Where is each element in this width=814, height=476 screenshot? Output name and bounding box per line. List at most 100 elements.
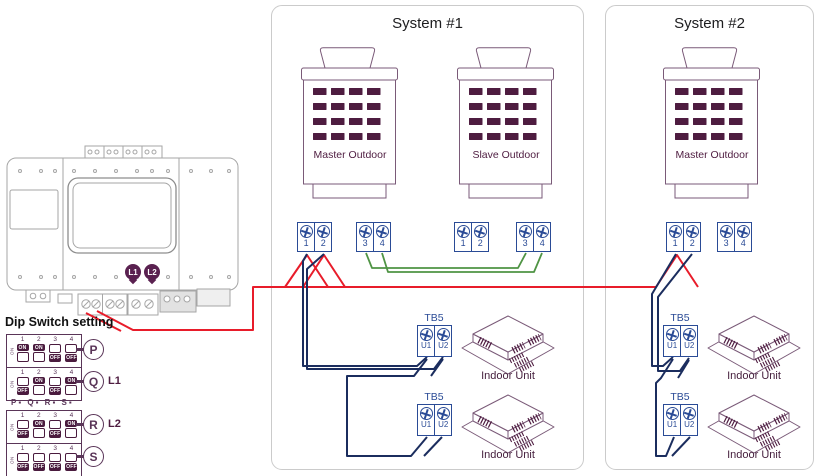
screw-terminal-icon [719,225,733,238]
screw-terminal-icon [299,225,313,238]
dip-col-number: 3 [53,369,57,376]
dip-switch: OFF [49,419,62,438]
system-2-title: System #2 [674,15,745,32]
outdoor-unit-label: Master Outdoor [313,149,387,161]
terminal-u2: U2 [680,405,697,435]
dip-switch: OFF [32,452,45,471]
screw-terminal-icon [685,225,699,238]
switch-state: OFF [49,463,62,471]
switch-knob [65,428,78,438]
dip-connector [76,380,84,383]
switch-state: ON [32,376,45,385]
terminal-u1: U1 [664,326,680,356]
switch-knob [65,385,78,395]
terminal-block-s1-master-34: 3 4 [356,222,392,252]
dip-side-label-l2: L2 [108,418,121,430]
switch-state: ON [16,343,29,352]
dip-connector [76,423,84,426]
terminal-block-s2-master-12: 1 2 [666,222,702,252]
switch-state: OFF [49,430,62,438]
dip-col-number: 2 [37,369,41,376]
outdoor-unit-label: Master Outdoor [675,149,749,161]
dip-col-number: 3 [53,445,57,452]
terminal-1: 1 [667,223,683,251]
dip-circle-r: R [83,414,104,435]
screw-terminal-icon [419,328,433,341]
screw-terminal-icon [518,225,532,238]
dip-on-label: ON [9,380,15,388]
terminal-number: 1 [672,238,678,248]
switch-state: OFF [16,463,29,471]
dip-col-number: 2 [37,412,41,419]
switch-knob [16,452,29,463]
dip-switch: OFF [65,343,78,362]
indoor-unit-label: Indoor Unit [481,449,535,461]
dip-on-label: ON [9,456,15,464]
terminal-number: U2 [438,341,449,350]
terminal-4: 4 [533,223,550,251]
terminal-number: 1 [303,238,309,248]
tb5-label: TB5 [424,391,444,403]
tb5-block-s1-indoor1: U1 U2 [417,325,453,357]
screw-terminal-icon [419,407,433,420]
dip-legend: P▪ Q▪ R▪ S▪ [11,398,74,407]
terminal-block-s2-master-34: 3 4 [717,222,753,252]
terminal-block-s1-slave-12: 1 2 [454,222,490,252]
tb5-label: TB5 [424,312,444,324]
dip-on-label: ON [9,347,15,355]
dip-switch: OFF [16,376,29,395]
dip-col-number: 4 [69,412,74,419]
terminal-u1: U1 [664,405,680,435]
switch-knob [49,376,62,387]
terminal-number: U1 [666,420,678,429]
dip-block-id: R [89,417,98,432]
screw-terminal-icon [456,225,470,238]
dip-block-id: Q [88,374,99,389]
switch-knob [32,452,45,463]
dip-block-id: S [89,449,98,464]
dip-switch: OFF [49,343,62,362]
terminal-number: 4 [379,238,385,248]
tb5-label: TB5 [670,391,690,403]
tb5-label: TB5 [670,312,690,324]
tb5-block-s2-indoor2: U1 U2 [663,404,699,436]
terminal-number: 2 [320,238,326,248]
switch-state: OFF [16,430,29,438]
terminal-block-s1-master-12: 1 2 [297,222,333,252]
dip-col-number: 2 [37,336,41,343]
terminal-u1: U1 [418,405,434,435]
dip-col-number: 3 [53,412,57,419]
terminal-u2: U2 [434,326,451,356]
terminal-number: 1 [460,238,466,248]
switch-state: ON [65,419,78,428]
terminal-4: 4 [734,223,751,251]
switch-state: ON [32,343,45,352]
screw-terminal-icon [436,407,450,420]
controller-illustration [6,145,239,316]
terminal-number: U2 [684,341,695,350]
dip-switch: ON [32,376,45,395]
dip-circle-p: P [83,339,104,360]
dip-switch: OFF [16,419,29,438]
switch-knob [32,352,45,362]
indoor-unit-label: Indoor Unit [481,370,535,382]
terminal-number: 4 [539,238,545,248]
dip-col-number: 1 [20,445,25,452]
switch-state: OFF [65,463,78,471]
terminal-4: 4 [373,223,390,251]
dip-switch: ON [16,343,29,362]
terminal-u1: U1 [418,326,434,356]
terminal-number: U1 [420,420,432,429]
switch-knob [16,376,29,387]
switch-knob [16,419,29,430]
dip-circle-q: Q [83,371,104,392]
switch-state: OFF [49,387,62,395]
switch-knob [49,452,62,463]
switch-state: ON [65,376,78,385]
dip-side-label-l1: L1 [108,375,121,387]
dip-switch: ON [65,419,78,438]
